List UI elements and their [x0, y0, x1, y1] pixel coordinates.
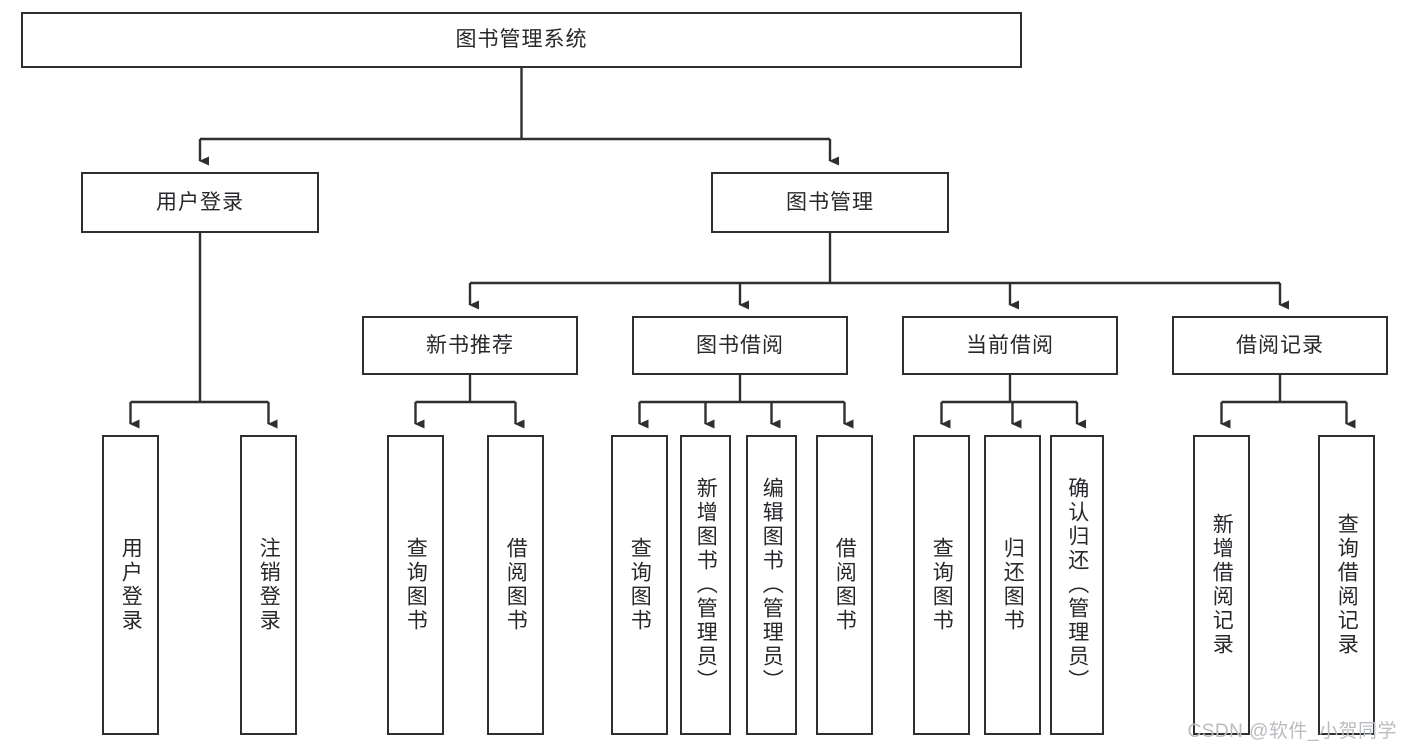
node-label: 借阅记录 [1236, 333, 1324, 357]
node-leaf-add-record[interactable]: 新增借阅记录 [1193, 435, 1250, 735]
node-login[interactable]: 用户登录 [81, 172, 319, 233]
node-leaf-return-book[interactable]: 归还图书 [984, 435, 1041, 735]
node-leaf-user-logout[interactable]: 注销登录 [240, 435, 297, 735]
node-label: 新书推荐 [426, 333, 514, 357]
node-leaf-user-login[interactable]: 用户登录 [102, 435, 159, 735]
node-current[interactable]: 当前借阅 [902, 316, 1118, 375]
node-label: 用户登录 [119, 537, 143, 633]
node-label: 图书借阅 [696, 333, 784, 357]
node-leaf-query-book-3[interactable]: 查询图书 [913, 435, 970, 735]
node-leaf-add-book[interactable]: 新增图书（管理员） [680, 435, 731, 735]
node-label: 归还图书 [1001, 537, 1025, 633]
watermark-text: CSDN @软件_小贺同学 [1187, 721, 1397, 742]
node-label: 新增图书（管理员） [694, 477, 718, 693]
node-label: 编辑图书（管理员） [760, 477, 784, 693]
node-leaf-borrow-book-1[interactable]: 借阅图书 [487, 435, 544, 735]
node-label: 图书管理系统 [455, 28, 588, 52]
node-label: 注销登录 [257, 537, 281, 633]
node-records[interactable]: 借阅记录 [1172, 316, 1388, 375]
node-borrow[interactable]: 图书借阅 [632, 316, 848, 375]
node-newbook[interactable]: 新书推荐 [362, 316, 578, 375]
node-label: 借阅图书 [833, 537, 857, 633]
node-leaf-edit-book[interactable]: 编辑图书（管理员） [746, 435, 797, 735]
node-label: 新增借阅记录 [1210, 513, 1234, 657]
node-leaf-borrow-book-2[interactable]: 借阅图书 [816, 435, 873, 735]
node-leaf-query-record[interactable]: 查询借阅记录 [1318, 435, 1375, 735]
node-label: 查询图书 [930, 537, 954, 633]
node-leaf-query-book-2[interactable]: 查询图书 [611, 435, 668, 735]
node-label: 确认归还（管理员） [1065, 477, 1089, 693]
node-leaf-confirm-return[interactable]: 确认归还（管理员） [1050, 435, 1104, 735]
node-leaf-query-book-1[interactable]: 查询图书 [387, 435, 444, 735]
node-label: 查询借阅记录 [1335, 513, 1359, 657]
node-label: 查询图书 [628, 537, 652, 633]
node-label: 图书管理 [786, 190, 874, 214]
node-label: 查询图书 [404, 537, 428, 633]
node-label: 用户登录 [156, 190, 244, 214]
node-label: 借阅图书 [504, 537, 528, 633]
node-bookmgmt[interactable]: 图书管理 [711, 172, 949, 233]
node-root[interactable]: 图书管理系统 [21, 12, 1022, 68]
node-label: 当前借阅 [966, 333, 1054, 357]
